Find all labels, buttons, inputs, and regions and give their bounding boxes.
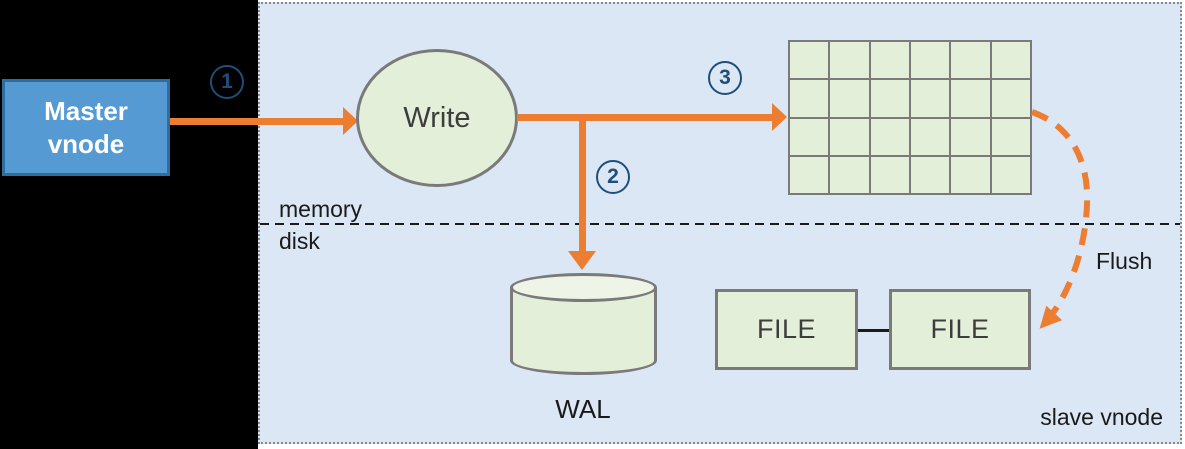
memtable-cell [991,42,1030,79]
memtable-cell [910,118,950,155]
arrow-step2-head-icon [568,251,596,270]
memtable-cell [830,118,869,155]
memory-disk-divider [260,223,1180,225]
memtable-cell [790,80,829,117]
memtable-cell [910,42,950,79]
memtable-cell [790,42,829,79]
memtable-cell [790,118,829,155]
memtable-cell [991,156,1030,193]
memtable-cell [870,156,909,193]
memtable-cell [830,80,869,117]
memtable-grid [788,40,1032,195]
memtable-cell [910,80,950,117]
arrow-step3-head-icon [772,103,787,131]
wal-label: WAL [555,394,611,424]
memtable-cell [790,156,829,193]
arrow-step3-line [517,114,773,121]
memtable-cell [910,156,950,193]
slave-vnode-label: slave vnode [1040,404,1163,430]
file-connector-line [858,329,889,332]
step3-badge: 3 [708,61,742,95]
master-vnode-box: Master vnode [2,79,170,176]
memory-label: memory [279,196,363,222]
arrow-step2-line [579,114,586,251]
memtable-cell [870,80,909,117]
memtable-cell [951,42,990,79]
step1-badge: 1 [210,65,244,99]
memtable-cell [870,42,909,79]
disk-label: disk [279,228,320,254]
wal-cylinder-top [510,273,657,302]
step2-badge: 2 [596,160,630,194]
memtable-cell [870,118,909,155]
arrow-step1-head-icon [343,107,358,135]
memtable-cell [951,80,990,117]
memtable-cell [830,42,869,79]
file-box-2: FILE [889,289,1031,370]
memtable-cell [991,118,1030,155]
write-node: Write [356,49,518,187]
memtable-cell [991,80,1030,117]
memtable-cell [830,156,869,193]
memtable-cell [951,156,990,193]
memtable-cell [951,118,990,155]
flush-label: Flush [1096,248,1153,274]
arrow-step1-line [170,118,344,125]
file-box-1: FILE [715,289,858,370]
